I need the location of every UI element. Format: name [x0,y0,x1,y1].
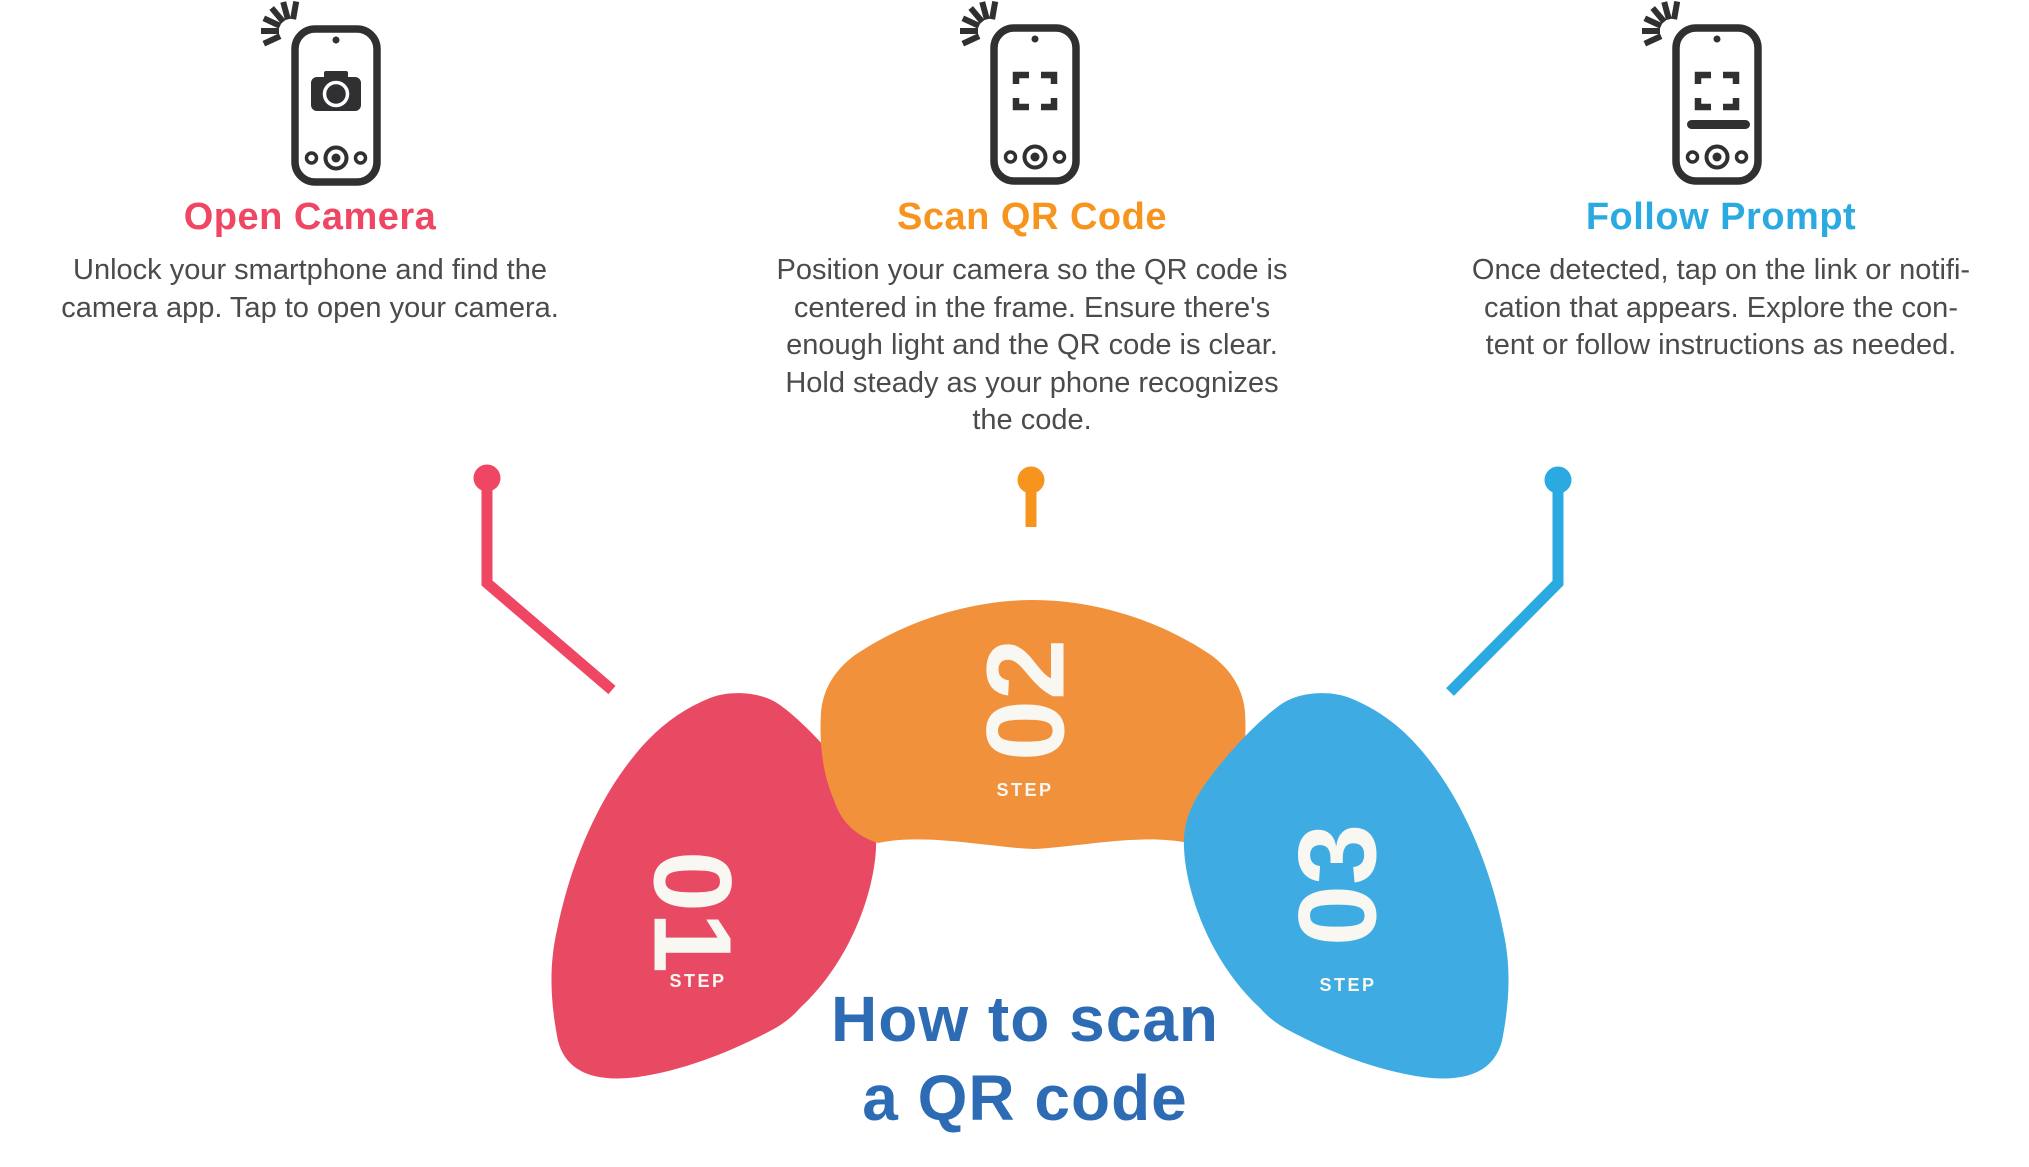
step-3-connector [1446,466,1572,696]
step-3-number: 03 [1277,824,1400,946]
step-2-connector [1017,466,1045,527]
step-3-description: Once detected, tap on the link or notifi… [1471,254,1971,361]
step-2-description: Position your camera so the QR code is c… [776,254,1288,436]
step-1-description: Unlock your smartphone and find the came… [61,254,559,324]
page-title: How to scan a QR code [831,983,1219,1134]
step-1-connector [473,464,616,695]
phone-follow-prompt-icon [1642,2,1758,182]
step-3-heading: Follow Prompt [1585,196,1857,238]
flash-rays-icon [960,2,995,44]
step-3-wedge [1183,693,1509,1079]
step-2-wedge [820,600,1246,849]
flash-rays-icon [261,2,296,44]
step-3-label: STEP [1319,975,1376,995]
step-1-heading: Open Camera [183,196,437,238]
step-2-label: STEP [996,780,1053,800]
step-1-wedge [551,693,877,1079]
step-1-label: STEP [669,971,726,991]
step-2-heading: Scan QR Code [897,196,1167,238]
step-2-number: 02 [965,639,1088,761]
flash-rays-icon [1642,2,1677,44]
step-1-column: Open Camera Unlock your smartphone and f… [0,194,620,327]
step-3-column: Follow Prompt Once detected, tap on the … [1406,194,2029,365]
step-1-number: 01 [631,851,754,973]
phone-open-camera-icon [261,2,377,183]
phone-scan-qr-icon [960,2,1076,182]
step-2-column: Scan QR Code Position your camera so the… [722,194,1342,440]
